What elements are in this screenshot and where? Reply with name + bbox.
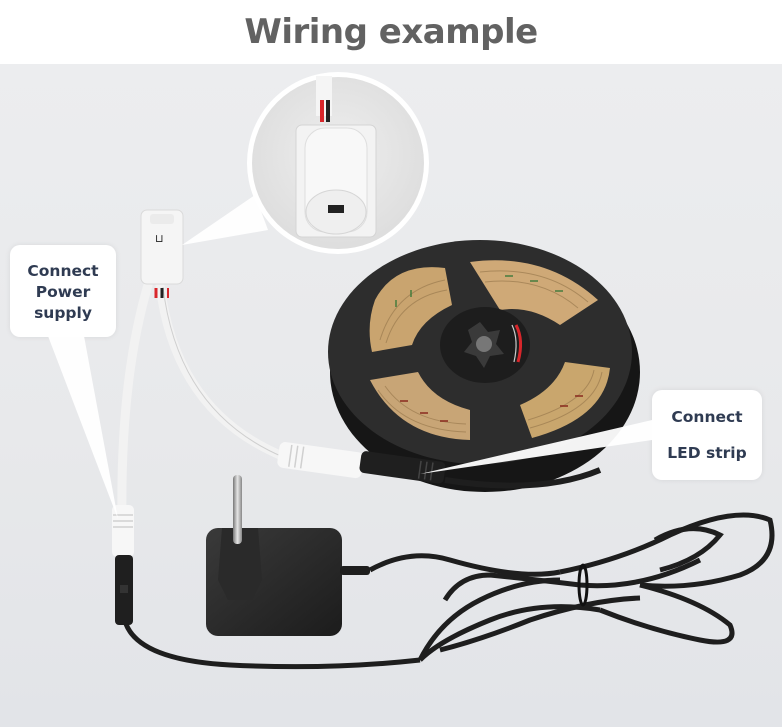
callout-power-line2: Power <box>35 283 91 301</box>
page-title: Wiring example <box>244 12 538 52</box>
callout-power-line1: Connect <box>27 262 99 280</box>
led-strip-reel <box>328 240 640 492</box>
strip-callout-pointer <box>420 420 652 474</box>
product-photo: ⊔ <box>0 64 782 727</box>
callout-power-line3: supply <box>34 304 92 322</box>
callout-connect-power-supply: Connect Power supply <box>10 245 116 337</box>
sensor-zoom-inset <box>182 72 429 254</box>
title-bar: Wiring example <box>0 0 782 64</box>
callout-connect-led-strip: Connect LED strip <box>652 390 762 480</box>
eu-power-adapter <box>206 475 370 636</box>
callout-strip-line1: Connect <box>671 408 743 426</box>
svg-text:⊔: ⊔ <box>155 232 164 245</box>
power-cable-coil <box>368 512 775 662</box>
power-callout-pointer <box>48 336 118 519</box>
callout-pointers <box>48 336 652 519</box>
power-input-cable <box>112 280 421 670</box>
wiring-scene: ⊔ <box>112 72 775 670</box>
sensor-switch: ⊔ <box>140 209 184 298</box>
callout-strip-line2: LED strip <box>667 444 747 462</box>
led-strip-cable <box>155 280 602 489</box>
